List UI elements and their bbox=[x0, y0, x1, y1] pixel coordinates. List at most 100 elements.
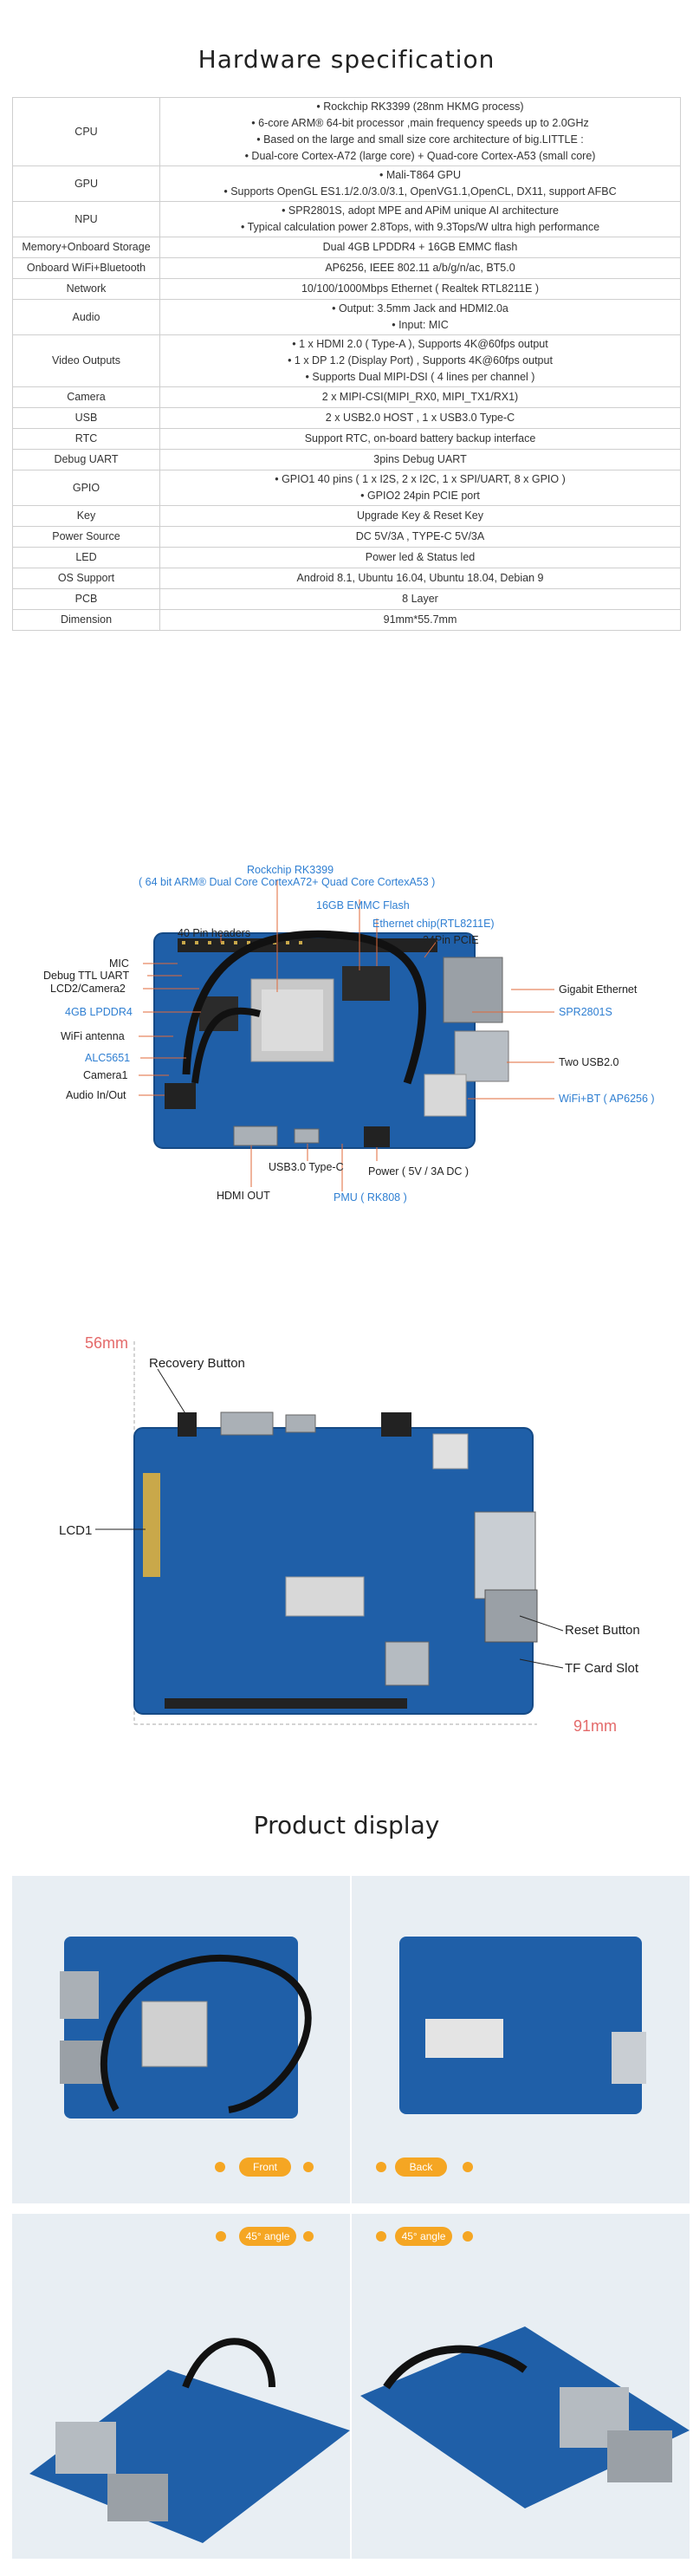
label-reset: Reset Button bbox=[565, 1623, 640, 1638]
spec-value: 10/100/1000Mbps Ethernet ( Realtek RTL82… bbox=[159, 278, 681, 300]
spec-value-line: • Mali-T864 GPU bbox=[379, 169, 461, 181]
spec-value: 2 x USB2.0 HOST , 1 x USB3.0 Type-C bbox=[159, 407, 681, 429]
spec-key: RTC bbox=[12, 428, 160, 450]
board-back-illustration bbox=[95, 1341, 564, 1725]
spec-row: NPU• SPR2801S, adopt MPE and APiM unique… bbox=[12, 201, 681, 237]
spec-value-line: • Supports Dual MIPI-DSI ( 4 lines per c… bbox=[305, 371, 535, 383]
label-gige: Gigabit Ethernet bbox=[559, 983, 638, 996]
spec-value-line: • GPIO1 40 pins ( 1 x I2S, 2 x I2C, 1 x … bbox=[275, 473, 566, 485]
angle1-dot-left bbox=[216, 2231, 226, 2242]
label-pcie: 24Pin PCIE bbox=[423, 934, 479, 946]
label-audio: Audio In/Out bbox=[66, 1089, 126, 1101]
spec-value-line: • Output: 3.5mm Jack and HDMI2.0a bbox=[332, 302, 508, 315]
spec-value: Upgrade Key & Reset Key bbox=[159, 505, 681, 527]
front-badge: Front bbox=[239, 2157, 291, 2177]
front-photo bbox=[60, 1937, 312, 2119]
spec-value: DC 5V/3A , TYPE-C 5V/3A bbox=[159, 526, 681, 548]
spec-value-line: • Rockchip RK3399 (28nm HKMG process) bbox=[316, 101, 524, 113]
spec-key: Network bbox=[12, 278, 160, 300]
spec-value: 91mm*55.7mm bbox=[159, 609, 681, 631]
angle1-photo bbox=[29, 2338, 350, 2543]
label-ethchip: Ethernet chip(RTL8211E) bbox=[372, 918, 495, 930]
angle1-dot-right bbox=[303, 2231, 314, 2242]
label-emmc: 16GB EMMC Flash bbox=[316, 899, 410, 912]
spec-value: 3pins Debug UART bbox=[159, 449, 681, 470]
label-wifiant: WiFi antenna bbox=[61, 1030, 125, 1042]
angle1-badge: 45° angle bbox=[239, 2227, 296, 2246]
label-tf: TF Card Slot bbox=[565, 1661, 639, 1676]
spec-value-line: Power led & Status led bbox=[365, 551, 476, 563]
board-illustration bbox=[139, 879, 554, 1191]
spec-row: Video Outputs • 1 x HDMI 2.0 ( Type-A ), … bbox=[12, 334, 681, 387]
spec-key: CPU bbox=[12, 97, 160, 166]
spec-value-line: • Based on the large and small size core… bbox=[256, 133, 584, 146]
board-diagram: Rockchip RK3399 ( 64 bit ARM® Dual Core … bbox=[0, 797, 693, 1265]
spec-value: • SPR2801S, adopt MPE and APiM unique AI… bbox=[159, 201, 681, 237]
spec-value-line: • Typical calculation power 2.8Tops, wit… bbox=[240, 221, 600, 233]
spec-value-line: Upgrade Key & Reset Key bbox=[357, 509, 483, 522]
spec-key: Video Outputs bbox=[12, 334, 160, 387]
front-dot-right bbox=[303, 2162, 314, 2172]
label-pmu: PMU ( RK808 ) bbox=[334, 1191, 407, 1204]
spec-table: CPU• Rockchip RK3399 (28nm HKMG process)… bbox=[12, 97, 681, 631]
angle2-dot-right bbox=[463, 2231, 473, 2242]
label-usb2: Two USB2.0 bbox=[559, 1056, 619, 1068]
spec-row: RTC Support RTC, on-board battery backup … bbox=[12, 428, 681, 450]
spec-value-line: Support RTC, on-board battery backup int… bbox=[304, 432, 536, 444]
spec-value: • 1 x HDMI 2.0 ( Type-A ), Supports 4K@6… bbox=[159, 334, 681, 387]
product-tile-back: Back bbox=[352, 1876, 690, 2203]
spec-key: GPIO bbox=[12, 470, 160, 506]
spec-value: Android 8.1, Ubuntu 16.04, Ubuntu 18.04,… bbox=[159, 568, 681, 589]
back-badge: Back bbox=[395, 2157, 447, 2177]
angle2-badge: 45° angle bbox=[395, 2227, 452, 2246]
spec-value-line: 8 Layer bbox=[402, 593, 438, 605]
spec-key: GPU bbox=[12, 165, 160, 202]
front-dot-left bbox=[215, 2162, 225, 2172]
spec-value-line: • 6-core ARM® 64-bit processor ,main fre… bbox=[251, 117, 589, 129]
spec-value: • Mali-T864 GPU• Supports OpenGL ES1.1/2… bbox=[159, 165, 681, 202]
label-lcd2: LCD2/Camera2 bbox=[50, 983, 126, 995]
spec-value-line: AP6256, IEEE 802.11 a/b/g/n/ac, BT5.0 bbox=[325, 262, 515, 274]
spec-row: GPIO • GPIO1 40 pins ( 1 x I2S, 2 x I2C, … bbox=[12, 470, 681, 506]
spec-section: Hardware specification CPU• Rockchip RK3… bbox=[0, 0, 693, 719]
spec-row: Audio• Output: 3.5mm Jack and HDMI2.0a• … bbox=[12, 299, 681, 335]
product-tile-front: Front bbox=[12, 1876, 350, 2203]
angle2-dot-left bbox=[376, 2231, 386, 2242]
spec-value-line: • Input: MIC bbox=[392, 319, 449, 331]
spec-key: OS Support bbox=[12, 568, 160, 589]
spec-value-line: • 1 x HDMI 2.0 ( Type-A ), Supports 4K@6… bbox=[292, 338, 548, 350]
back-dot-right bbox=[463, 2162, 473, 2172]
spec-key: Debug UART bbox=[12, 449, 160, 470]
label-uart: Debug TTL UART bbox=[43, 970, 130, 982]
label-power: Power ( 5V / 3A DC ) bbox=[368, 1165, 470, 1178]
back-photo bbox=[399, 1937, 646, 2114]
spec-value: • GPIO1 40 pins ( 1 x I2S, 2 x I2C, 1 x … bbox=[159, 470, 681, 506]
spec-value: Dual 4GB LPDDR4 + 16GB EMMC flash bbox=[159, 237, 681, 258]
label-lpddr: 4GB LPDDR4 bbox=[65, 1006, 133, 1018]
product-tile-angle-2: 45° angle bbox=[352, 2214, 690, 2559]
spec-value: • Rockchip RK3399 (28nm HKMG process) • 6… bbox=[159, 97, 681, 166]
spec-key: USB bbox=[12, 407, 160, 429]
spec-value: AP6256, IEEE 802.11 a/b/g/n/ac, BT5.0 bbox=[159, 257, 681, 279]
spec-value-line: 2 x MIPI-CSI(MIPI_RX0, MIPI_TX1/RX1) bbox=[321, 391, 519, 403]
label-recovery: Recovery Button bbox=[149, 1356, 245, 1371]
spec-value-line: DC 5V/3A , TYPE-C 5V/3A bbox=[355, 530, 485, 542]
label-lcd1: LCD1 bbox=[59, 1523, 93, 1538]
dim-width: 91mm bbox=[573, 1717, 618, 1735]
spec-value: 2 x MIPI-CSI(MIPI_RX0, MIPI_TX1/RX1) bbox=[159, 386, 681, 408]
label-rockchip: Rockchip RK3399 bbox=[247, 864, 334, 876]
spec-key: Dimension bbox=[12, 609, 160, 631]
spec-row: CPU• Rockchip RK3399 (28nm HKMG process)… bbox=[12, 97, 681, 166]
spec-value-line: 2 x USB2.0 HOST , 1 x USB3.0 Type-C bbox=[325, 412, 515, 424]
label-spr: SPR2801S bbox=[559, 1006, 612, 1018]
angle2-photo bbox=[360, 2326, 690, 2508]
spec-value-line: • SPR2801S, adopt MPE and APiM unique AI… bbox=[282, 204, 559, 217]
